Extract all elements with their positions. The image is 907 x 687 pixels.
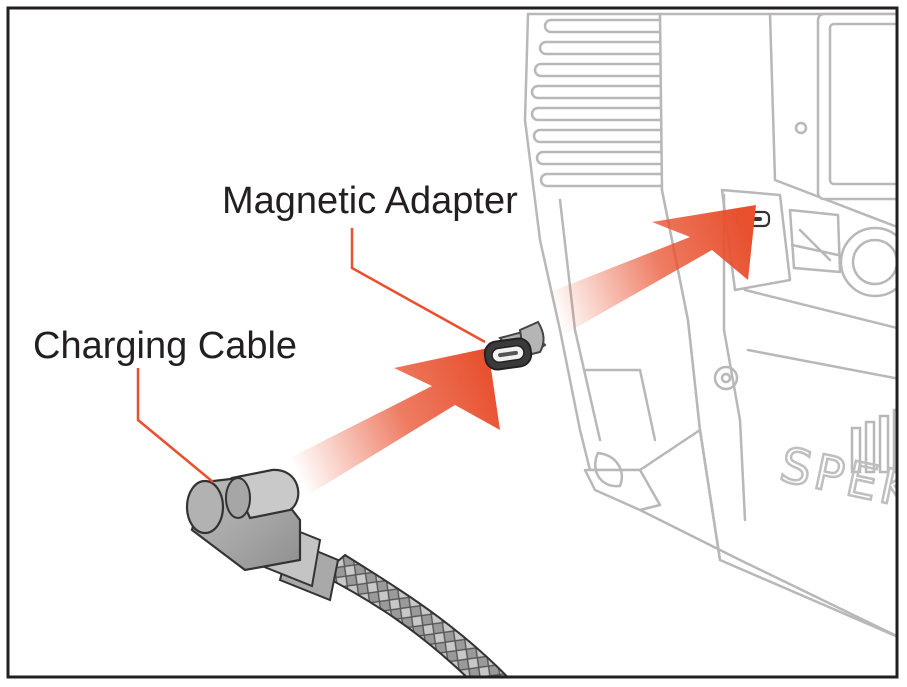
transmitter-device: SPEKT [523, 12, 897, 638]
insert-arrow-cable [270, 348, 500, 500]
charging-cable-leader [136, 368, 214, 483]
figure-frame [6, 6, 899, 679]
charging-cable-label: Charging Cable [33, 325, 297, 367]
magnetic-adapter-label: Magnetic Adapter [222, 180, 518, 222]
insert-arrow-adapter [530, 205, 756, 338]
magnetic-adapter [483, 320, 547, 371]
magnetic-adapter-leader [350, 228, 486, 344]
charging-cable [185, 468, 510, 677]
